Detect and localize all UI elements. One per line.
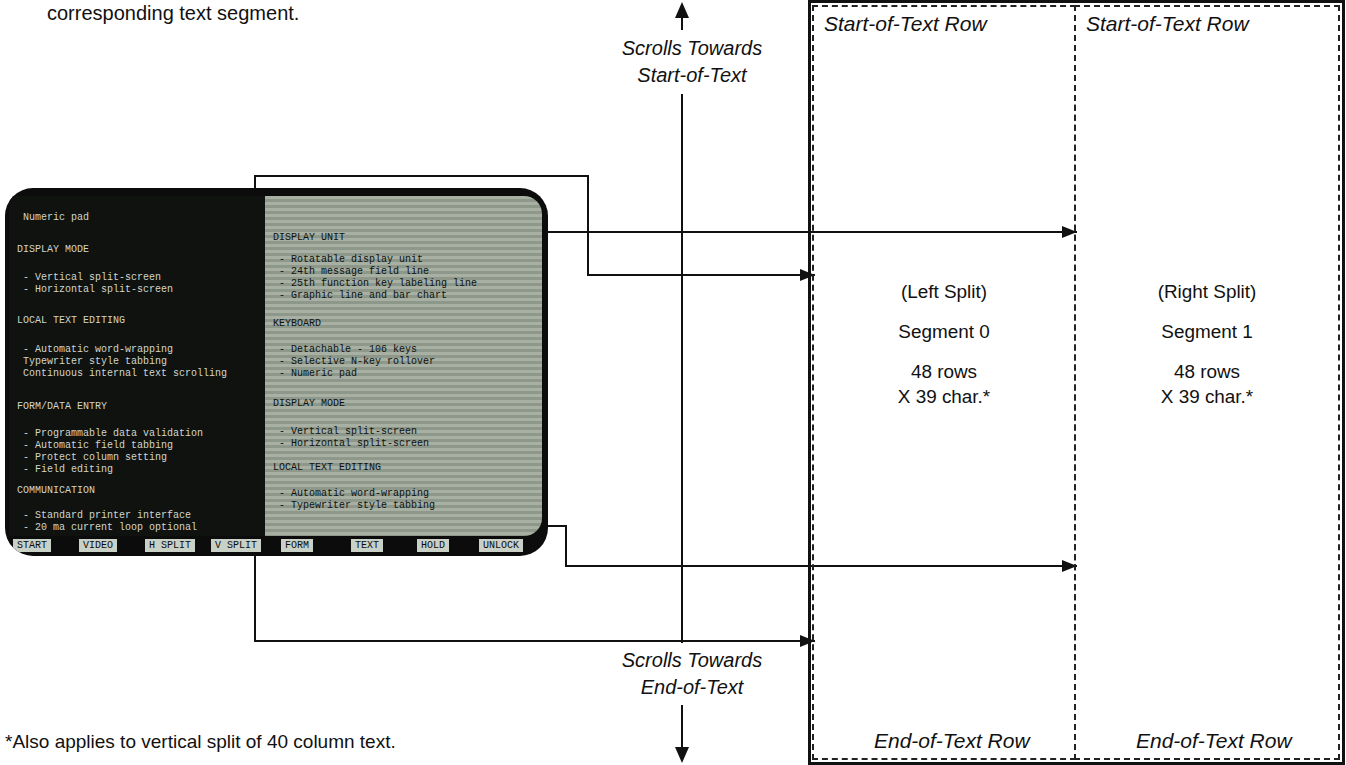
segment-label: Segment 0 — [814, 319, 1074, 345]
screen-line: - Automatic field tabbing — [23, 440, 173, 452]
function-key: UNLOCK — [479, 539, 523, 552]
scroll-label: Scrolls Towards Start-of-Text — [607, 35, 777, 89]
scroll-arrowhead — [675, 2, 689, 18]
note-text: *Also applies to vertical split of 40 co… — [5, 728, 396, 755]
function-key: H SPLIT — [145, 539, 195, 552]
screen-line: - Automatic word-wrapping — [279, 488, 429, 500]
function-key: FORM — [281, 539, 313, 552]
segment-label: (Right Split) — [1076, 279, 1338, 305]
segment-label: Segment 1 — [1076, 319, 1338, 345]
function-key: VIDEO — [79, 539, 117, 552]
screen-line: - Selective N-key rollover — [279, 356, 435, 368]
screen-pane: Numeric padDISPLAY MODE - Vertical split-… — [9, 196, 265, 536]
scroll-arrow-line — [681, 705, 683, 749]
screen-line: FORM/DATA ENTRY — [17, 401, 107, 413]
screen-line: - 20 ma current loop optional — [23, 522, 197, 534]
screen-line: - Horizontal split-screen — [279, 438, 429, 450]
note-text: corresponding text segment. — [47, 0, 299, 27]
screen-line: - 24th message field line — [279, 266, 429, 278]
screen-line: KEYBOARD — [273, 318, 321, 330]
screen-line: DISPLAY MODE — [273, 398, 345, 410]
screen-line: - Field editing — [23, 464, 113, 476]
screen-line: - Vertical split-screen — [279, 426, 417, 438]
screen-line: - Standard printer interface — [23, 510, 191, 522]
segment-label: (Left Split) — [814, 279, 1074, 305]
crt-screen: START VIDEO H SPLIT V SPLIT FORM TEXT HOLD UNLO… — [5, 188, 548, 556]
function-key: V SPLIT — [211, 539, 261, 552]
connector-line — [542, 231, 1077, 233]
scroll-arrow-line — [681, 94, 683, 643]
screen-line: - Typewriter style tabbing — [279, 500, 435, 512]
function-key: START — [13, 539, 51, 552]
screen-line: - Vertical split-screen — [23, 272, 161, 284]
segment-label: X 39 char.* — [1076, 384, 1338, 410]
segment-label: Start-of-Text Row — [824, 11, 987, 37]
scroll-arrow-line — [681, 16, 683, 30]
screen-line: DISPLAY MODE — [17, 244, 89, 256]
segment-label: X 39 char.* — [814, 384, 1074, 410]
connector-line — [542, 526, 1077, 566]
screen-line: Continuous internal text scrolling — [23, 368, 227, 380]
screen-line: - 25th function key labeling line — [279, 278, 477, 290]
screen-line: - Numeric pad — [279, 368, 357, 380]
screen-line: LOCAL TEXT EDITING — [17, 315, 125, 327]
text-segment: Start-of-Text Row (Left Split) Segment 0 48… — [812, 5, 1076, 760]
screen-line: Numeric pad — [23, 212, 89, 224]
segment-label: 48 rows — [814, 359, 1074, 385]
screen-line: Typewriter style tabbing — [23, 356, 167, 368]
screen-line: LOCAL TEXT EDITING — [273, 462, 381, 474]
function-key: TEXT — [351, 539, 383, 552]
screen-line: COMMUNICATION — [17, 485, 95, 497]
screen-line: DISPLAY UNIT — [273, 232, 345, 244]
text-segment: Start-of-Text Row (Right Split) Segment 1 4… — [1074, 5, 1340, 760]
screen-line: - Protect column setting — [23, 452, 167, 464]
scroll-arrowhead — [675, 747, 689, 763]
segment-frame — [810, 2, 1344, 764]
connector — [542, 226, 1077, 238]
connector — [542, 526, 1077, 572]
function-key: HOLD — [417, 539, 449, 552]
screen-line: - Graphic line and bar chart — [279, 290, 447, 302]
screen-line: - Detachable - 106 keys — [279, 344, 417, 356]
segment-label: 48 rows — [1076, 359, 1338, 385]
screen-line: - Automatic word-wrapping — [23, 344, 173, 356]
scroll-label: Scrolls Towards End-of-Text — [607, 647, 777, 701]
segment-label: End-of-Text Row — [874, 728, 1030, 754]
screen-line: - Horizontal split-screen — [23, 284, 173, 296]
segment-label: End-of-Text Row — [1136, 728, 1292, 754]
screen-line: - Rotatable display unit — [279, 254, 423, 266]
segment-label: Start-of-Text Row — [1086, 11, 1249, 37]
screen-line: - Programmable data validation — [23, 428, 203, 440]
screen-pane: DISPLAY UNIT - Rotatable display unit- 24… — [265, 196, 542, 536]
